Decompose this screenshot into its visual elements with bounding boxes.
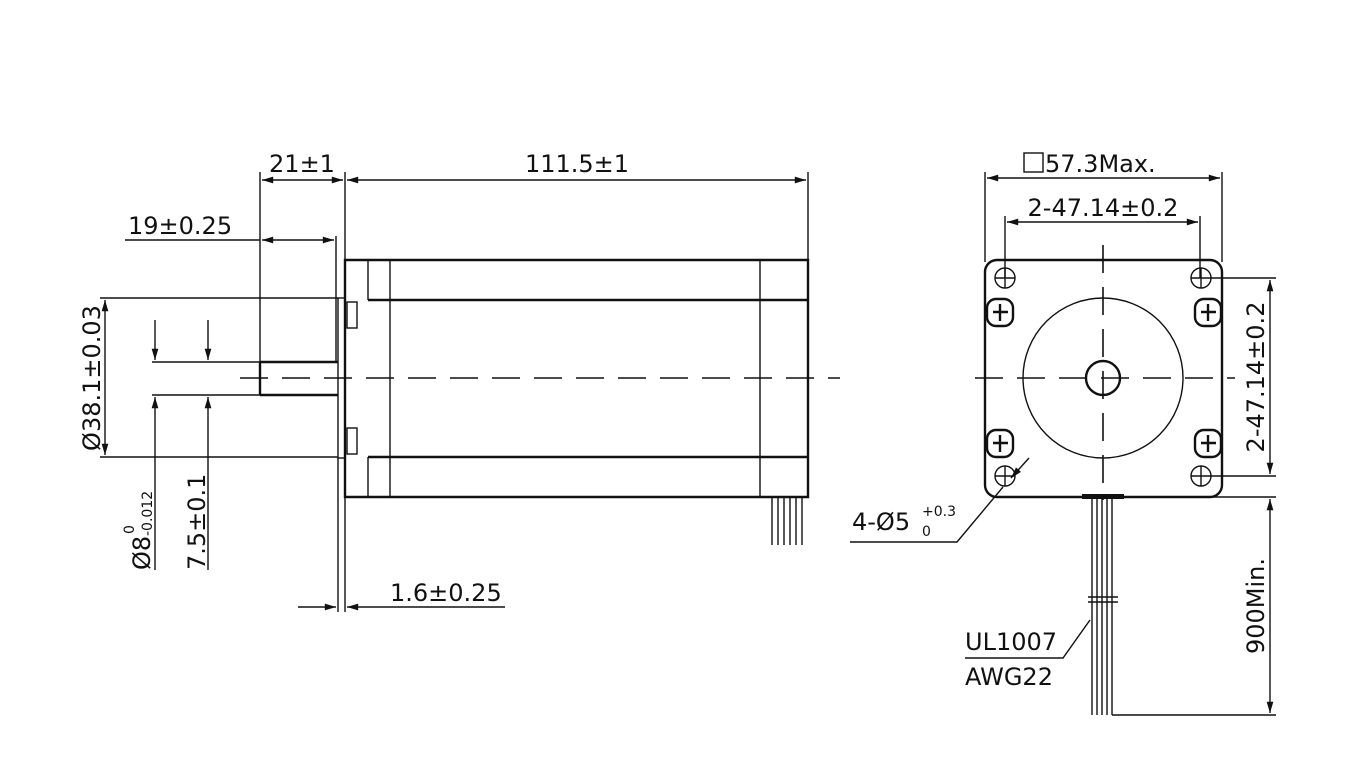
dim-shaft-length: 21±1 bbox=[269, 150, 335, 178]
dim-hole-spacing-h: 2-47.14±0.2 bbox=[1028, 194, 1179, 222]
wire-spec-awg: AWG22 bbox=[965, 663, 1053, 691]
dim-pilot-height: 1.6±0.25 bbox=[390, 579, 502, 607]
motor-body bbox=[337, 258, 810, 545]
shaft-tol-lower: -0.012 bbox=[140, 491, 156, 536]
dim-shaft-diameter: Ø8 0 -0.012 bbox=[122, 491, 156, 570]
dim-hole-spacing-v: 2-47.14±0.2 bbox=[1242, 302, 1270, 453]
dim-body-length: 111.5±1 bbox=[525, 150, 629, 178]
lead-wires bbox=[1082, 494, 1124, 715]
front-view: 57.3Max. 2-47.14±0.2 2-47.14±0.2 900Min.… bbox=[850, 150, 1276, 716]
dim-lead-length: 900Min. bbox=[1242, 558, 1270, 654]
hole-diameter-value: 4-Ø5 bbox=[852, 508, 910, 536]
dim-hole-diameter: 4-Ø5 +0.3 0 bbox=[852, 504, 956, 540]
shaft-tol-upper: 0 bbox=[122, 525, 138, 534]
dim-flat-length: 19±0.25 bbox=[128, 212, 232, 240]
hole-tol-lower: 0 bbox=[922, 524, 931, 540]
square-symbol bbox=[1023, 152, 1044, 173]
dim-flat-depth: 7.5±0.1 bbox=[183, 474, 211, 570]
dim-pilot-diameter: Ø38.1±0.03 bbox=[78, 305, 106, 451]
shaft-diameter-value: Ø8 bbox=[128, 536, 156, 570]
side-view: 21±1 111.5±1 19±0.25 Ø38.1±0.03 Ø8 0 -0.… bbox=[78, 150, 840, 612]
screws bbox=[985, 297, 1223, 459]
wire-spec-ul: UL1007 bbox=[965, 628, 1057, 656]
dim-square-size: 57.3Max. bbox=[1045, 150, 1156, 178]
centerlines bbox=[975, 245, 1235, 500]
hole-tol-upper: +0.3 bbox=[922, 504, 956, 520]
